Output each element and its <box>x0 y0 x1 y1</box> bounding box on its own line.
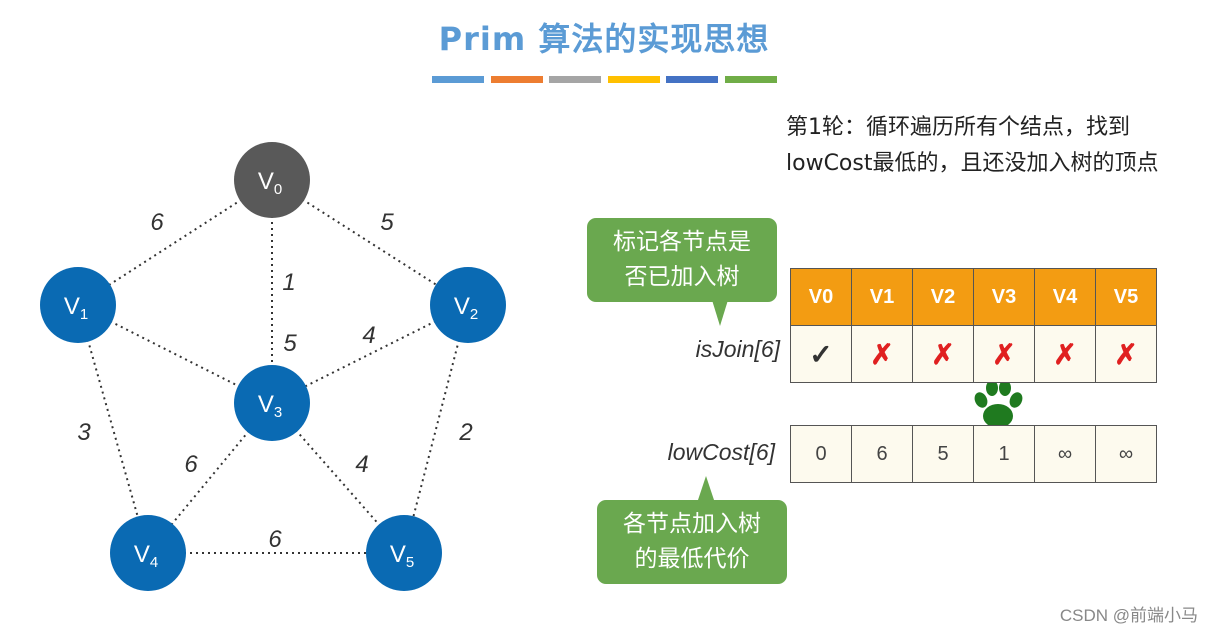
vertex-circle-v0 <box>234 142 310 218</box>
check-icon: ✓ <box>809 338 833 370</box>
edge-V2-V5 <box>403 304 469 554</box>
callout-pointers <box>698 300 728 500</box>
header-cell-1: V1 <box>851 268 913 326</box>
page-title: Prim 算法的实现思想 <box>438 20 770 58</box>
low-cost-cell-1: 6 <box>851 425 913 483</box>
is-join-label: isJoin[6] <box>695 336 780 362</box>
color-bar-4 <box>666 76 718 83</box>
low-cost-cell-3: 1 <box>973 425 1035 483</box>
vertex-label-v0: V0 <box>258 168 282 198</box>
low-cost-cell-4: ∞ <box>1034 425 1096 483</box>
color-bar-3 <box>607 76 660 83</box>
edge-V0-V1 <box>77 179 273 306</box>
color-bar-5 <box>724 76 777 83</box>
edge-weight-V2-V5: 2 <box>458 419 472 446</box>
edge-weight-V3-V4: 6 <box>184 451 198 478</box>
vertex-label-v4: V4 <box>134 541 158 571</box>
is-join-row: ✓ ✗ ✗ ✗ ✗ ✗ <box>790 325 1157 383</box>
header-cell-2: V2 <box>912 268 974 326</box>
is-join-cell-0: ✓ <box>790 325 852 383</box>
vertex-circle-v4 <box>110 515 186 591</box>
edge-weights: 6 5 1 5 4 3 2 6 4 6 <box>77 209 472 553</box>
header-cell-3: V3 <box>973 268 1035 326</box>
is-join-cell-2: ✗ <box>912 325 974 383</box>
vertex-v0: V0 <box>234 142 310 218</box>
vertex-circle-v1 <box>40 267 116 343</box>
vertex-v3: V3 <box>234 365 310 441</box>
is-join-cell-1: ✗ <box>851 325 913 383</box>
vertex-circle-v5 <box>366 515 442 591</box>
cross-icon: ✗ <box>1114 338 1138 370</box>
edge-weight-V3-V5: 4 <box>355 451 368 478</box>
paw-icon <box>974 380 1023 428</box>
color-bar-0 <box>432 76 484 83</box>
edge-weight-V4-V5: 6 <box>268 526 282 553</box>
cross-icon: ✗ <box>1053 338 1077 370</box>
low-cost-cell-2: 5 <box>912 425 974 483</box>
cross-icon: ✗ <box>931 338 955 370</box>
edge-V1-V4 <box>77 304 149 554</box>
vertex-label-v3: V3 <box>258 391 282 421</box>
low-cost-cell-5: ∞ <box>1095 425 1157 483</box>
callout-low-cost-line2: 的最低代价 <box>634 546 750 572</box>
edge-weight-V2-V3: 4 <box>362 322 375 349</box>
callout-low-cost-line1: 各节点加入树 <box>623 511 761 537</box>
header-cell-5: V5 <box>1095 268 1157 326</box>
vertex-circle-v2 <box>430 267 506 343</box>
edge-weight-V0-V2: 5 <box>380 209 394 236</box>
cross-icon: ✗ <box>870 338 894 370</box>
callout-is-join-line2: 否已加入树 <box>624 264 740 290</box>
edge-weight-V0-V3: 1 <box>282 269 295 296</box>
vertex-v4: V4 <box>110 515 186 591</box>
watermark: CSDN @前端小马 <box>1059 606 1198 625</box>
vertex-label-v5: V5 <box>390 541 414 571</box>
is-join-cell-4: ✗ <box>1034 325 1096 383</box>
low-cost-cell-0: 0 <box>790 425 852 483</box>
is-join-cell-3: ✗ <box>973 325 1035 383</box>
edge-weight-V1-V4: 3 <box>77 419 91 446</box>
edge-V0-V2 <box>271 179 469 306</box>
color-bar-2 <box>549 76 601 83</box>
low-cost-label: lowCost[6] <box>667 439 775 465</box>
is-join-cell-5: ✗ <box>1095 325 1157 383</box>
round-description: 第1轮：循环遍历所有个结点，找到lowCost最低的，且还没加入树的顶点 <box>786 115 1159 176</box>
color-bar-1 <box>490 76 543 83</box>
vertex-v2: V2 <box>430 267 506 343</box>
callout-low-cost: 各节点加入树 的最低代价 <box>597 500 787 584</box>
header-cell-4: V4 <box>1034 268 1096 326</box>
callout-is-join-line1: 标记各节点是 <box>613 229 751 255</box>
header-cell-0: V0 <box>790 268 852 326</box>
vertex-circle-v3 <box>234 365 310 441</box>
vertex-label-v1: V1 <box>64 293 88 323</box>
vertex-label-v2: V2 <box>454 293 478 323</box>
vertex-v1: V1 <box>40 267 116 343</box>
edge-weight-V1-V3: 5 <box>283 330 297 357</box>
callout-is-join: 标记各节点是 否已加入树 <box>587 218 777 302</box>
vertex-v5: V5 <box>366 515 442 591</box>
edge-weight-V0-V1: 6 <box>150 209 164 236</box>
cross-icon: ✗ <box>992 338 1016 370</box>
